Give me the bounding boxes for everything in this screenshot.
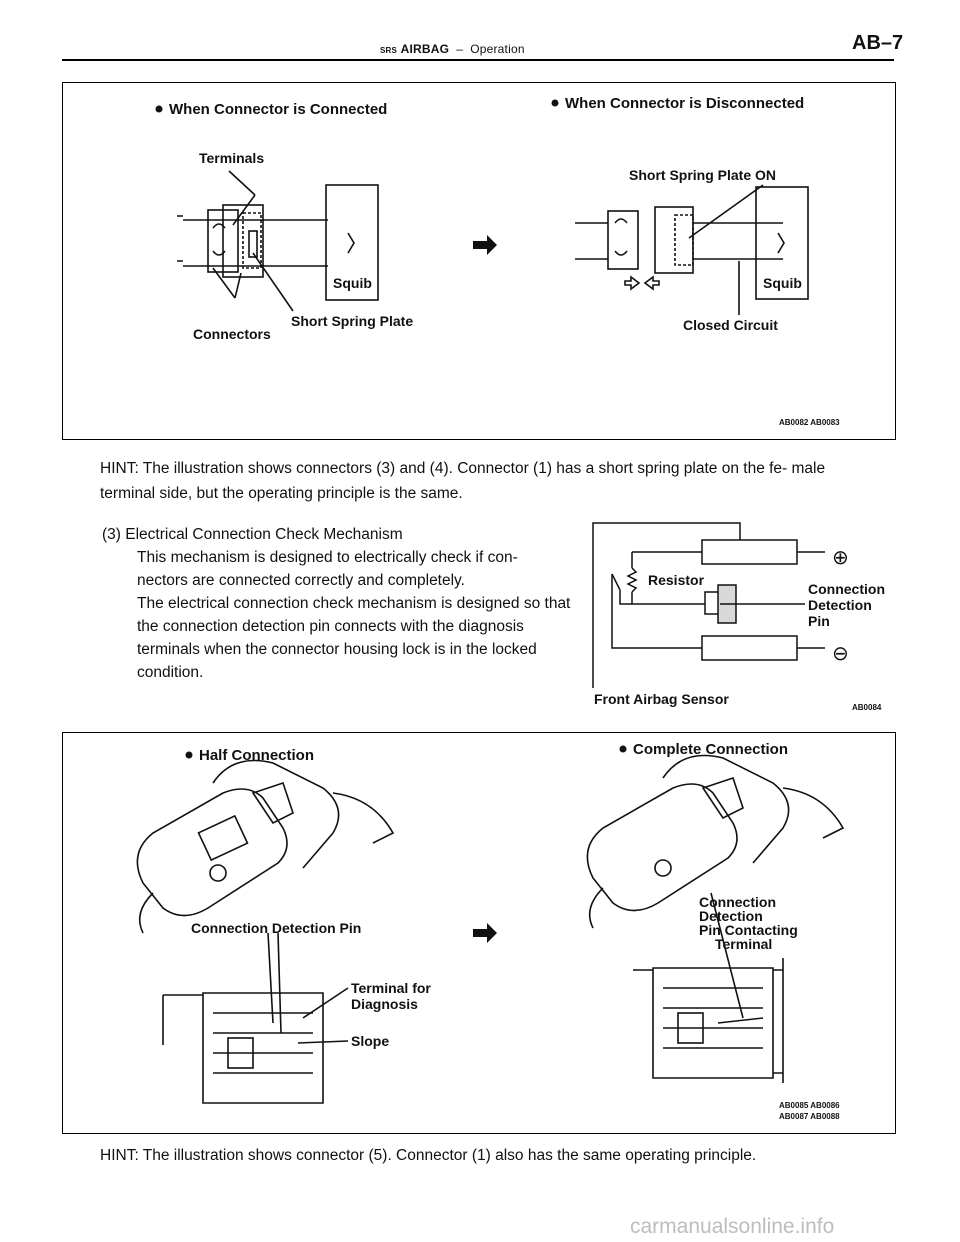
figure-front-airbag-sensor: Resistor ⊕ ⊖ Connection Detection Pin Fr…: [590, 520, 902, 716]
label-contacting-3: Pin Contacting: [699, 922, 798, 938]
figure1-drawing: When Connector is Connected When Connect…: [155, 95, 840, 427]
figure1-code: AB0082 AB0083: [779, 418, 840, 427]
label-connection: Connection: [808, 581, 885, 597]
arrow-right-icon: [473, 235, 497, 255]
hint-paragraph-2: HINT: The illustration shows connector (…: [100, 1147, 757, 1164]
sensor-circuit-diagram: [592, 522, 825, 688]
figure-connection-check: Half Connection Complete Connection Conn…: [62, 732, 896, 1134]
step-3-para-1: This mechanism is designed to electrical…: [137, 549, 518, 589]
label-contacting-2: Detection: [699, 908, 763, 924]
figure3-code-2: AB0087 AB0088: [779, 1112, 840, 1121]
fig3-left-title: Half Connection: [199, 747, 314, 764]
fig1-left-title: When Connector is Connected: [169, 101, 387, 118]
figure3-code-1: AB0085 AB0086: [779, 1101, 840, 1110]
label-short-spring-plate: Short Spring Plate: [291, 313, 413, 329]
page-number: AB–7: [852, 32, 904, 54]
label-connection-detection-pin: Connection Detection Pin: [191, 920, 361, 936]
label-contacting-1: Connection: [699, 894, 776, 910]
arrow-right-icon: [473, 923, 497, 943]
disconnected-connector-diagram: [575, 184, 809, 315]
label-slope: Slope: [351, 1033, 389, 1049]
watermark: carmanualsonline.info: [630, 1215, 835, 1238]
bullet-icon: [619, 745, 627, 753]
fig1-right-title: When Connector is Disconnected: [565, 95, 804, 112]
step-3-section: (3) Electrical Connection Check Mechanis…: [102, 523, 572, 684]
figure2-drawing: Resistor ⊕ ⊖ Connection Detection Pin Fr…: [592, 522, 885, 712]
hint-paragraph-1: HINT: The illustration shows connectors …: [100, 460, 826, 502]
label-diagnosis: Diagnosis: [351, 996, 418, 1012]
header-section: AIRBAG: [400, 42, 450, 56]
step-3-heading: (3) Electrical Connection Check Mechanis…: [102, 526, 403, 543]
label-contacting-4: Terminal: [715, 936, 772, 952]
label-terminals: Terminals: [199, 150, 264, 166]
bullet-icon: [185, 751, 193, 759]
header-subsection: Operation: [470, 42, 525, 56]
label-short-spring-plate-on: Short Spring Plate ON: [629, 167, 776, 183]
label-front-airbag-sensor: Front Airbag Sensor: [594, 691, 729, 707]
step-3-para-2: The electrical connection check mechanis…: [137, 595, 571, 681]
figure2-code: AB0084: [852, 703, 882, 712]
label-terminal-for: Terminal for: [351, 980, 431, 996]
fig3-right-title: Complete Connection: [633, 741, 788, 758]
label-squib-left: Squib: [333, 275, 372, 291]
label-closed-circuit: Closed Circuit: [683, 317, 778, 333]
bullet-icon: [155, 105, 163, 113]
label-detection: Detection: [808, 597, 872, 613]
label-pin: Pin: [808, 613, 830, 629]
header-dash: –: [456, 42, 464, 56]
label-resistor: Resistor: [648, 572, 705, 588]
minus-icon: ⊖: [832, 643, 849, 665]
figure-connector-short-spring: When Connector is Connected When Connect…: [62, 82, 896, 440]
plus-icon: ⊕: [832, 547, 849, 569]
complete-connection-drawing: [586, 754, 845, 1083]
running-header: SRS AIRBAG – Operation: [380, 42, 525, 56]
figure3-drawing: Half Connection Complete Connection Conn…: [136, 741, 845, 1121]
label-connectors: Connectors: [193, 326, 271, 342]
label-squib-right: Squib: [763, 275, 802, 291]
header-rule: [62, 59, 894, 61]
bullet-icon: [551, 99, 559, 107]
connected-connector-diagram: [177, 170, 379, 312]
half-connection-drawing: [136, 759, 395, 1104]
header-srs: SRS: [380, 46, 398, 55]
